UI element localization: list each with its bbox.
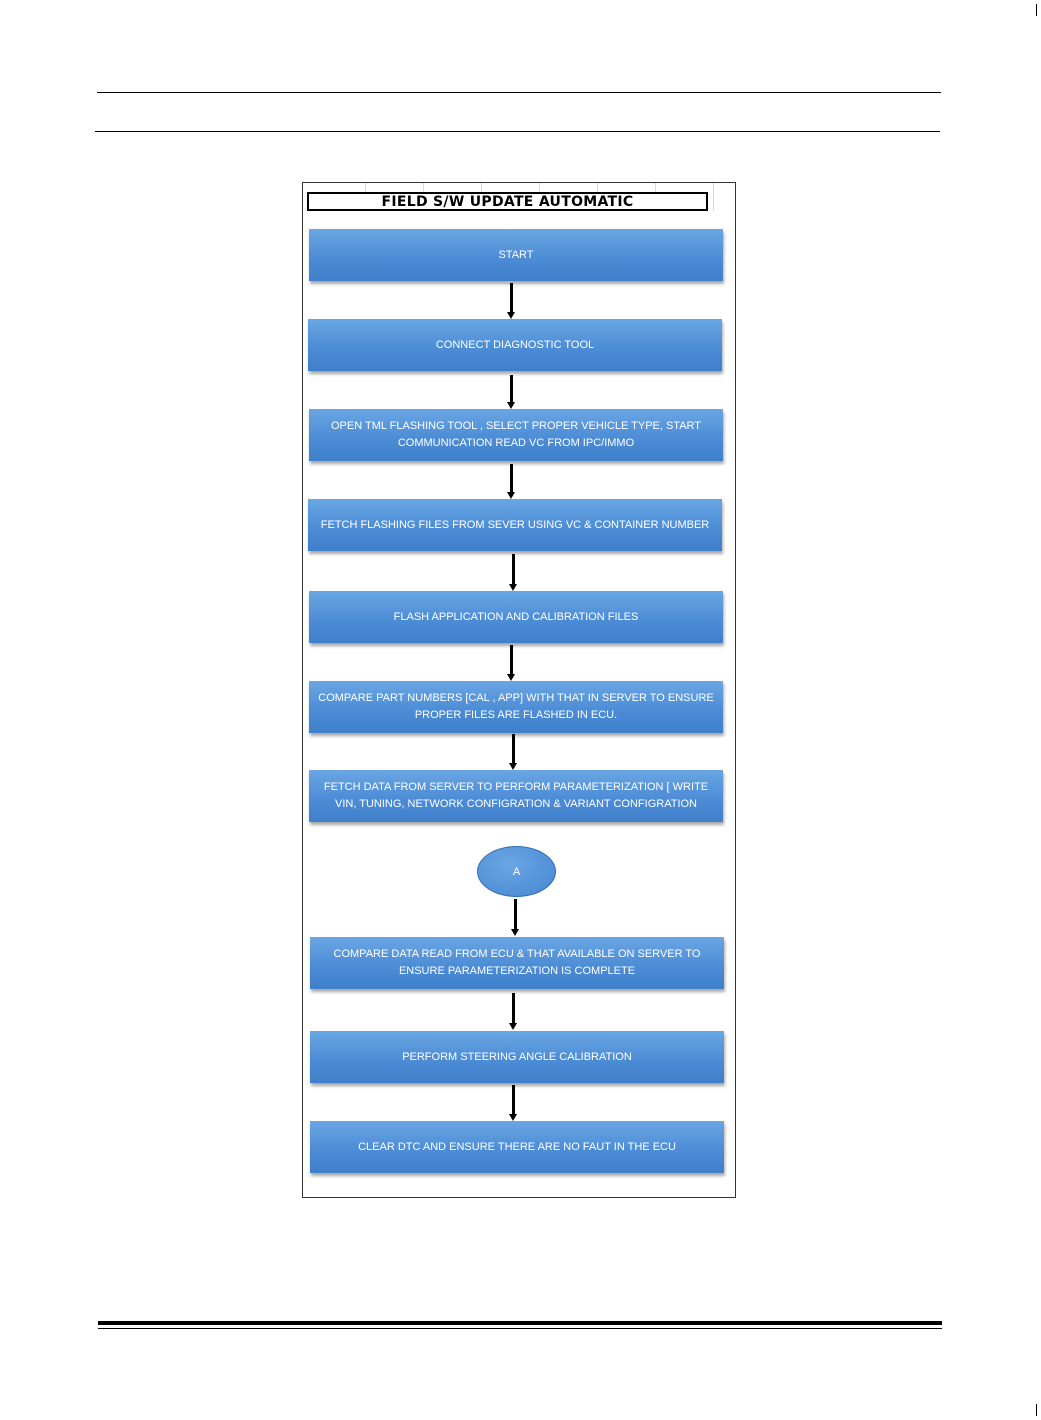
sheet-gridline	[713, 183, 714, 211]
step-compare-part-numbers: COMPARE PART NUMBERS [CAL , APP] WITH TH…	[309, 681, 723, 733]
header-rule-top	[97, 92, 941, 93]
arrow-2	[507, 375, 516, 409]
arrow-6	[509, 734, 518, 770]
arrow-8	[509, 993, 518, 1030]
flowchart-frame: FIELD S/W UPDATE AUTOMATIC START CONNECT…	[302, 182, 736, 1198]
step-fetch-flashing-files: FETCH FLASHING FILES FROM SEVER USING VC…	[308, 499, 722, 551]
arrow-4	[509, 554, 518, 591]
step-open-flashing-tool: OPEN TML FLASHING TOOL , SELECT PROPER V…	[309, 409, 723, 461]
connector-a: A	[477, 846, 556, 897]
footer-rule-thick	[98, 1321, 942, 1325]
step-connect-diagnostic-tool: CONNECT DIAGNOSTIC TOOL	[308, 319, 722, 371]
step-start: START	[309, 229, 723, 281]
flowchart-title: FIELD S/W UPDATE AUTOMATIC	[307, 192, 708, 211]
arrow-3	[507, 464, 516, 499]
step-steering-angle-calibration: PERFORM STEERING ANGLE CALIBRATION	[310, 1031, 724, 1083]
step-fetch-parameterization-data: FETCH DATA FROM SERVER TO PERFORM PARAME…	[309, 770, 723, 822]
step-clear-dtc: CLEAR DTC AND ENSURE THERE ARE NO FAUT I…	[310, 1121, 724, 1173]
step-flash-application: FLASH APPLICATION AND CALIBRATION FILES	[309, 591, 723, 643]
arrow-1	[507, 283, 516, 319]
arrow-5	[507, 645, 516, 681]
crop-mark-bottom	[1036, 1404, 1037, 1416]
arrow-7	[511, 899, 520, 936]
step-compare-ecu-data: COMPARE DATA READ FROM ECU & THAT AVAILA…	[310, 937, 724, 989]
footer-rule-thin	[98, 1328, 942, 1329]
arrow-9	[509, 1085, 518, 1121]
crop-mark-top	[1036, 4, 1037, 16]
header-rule-bottom	[95, 131, 940, 132]
